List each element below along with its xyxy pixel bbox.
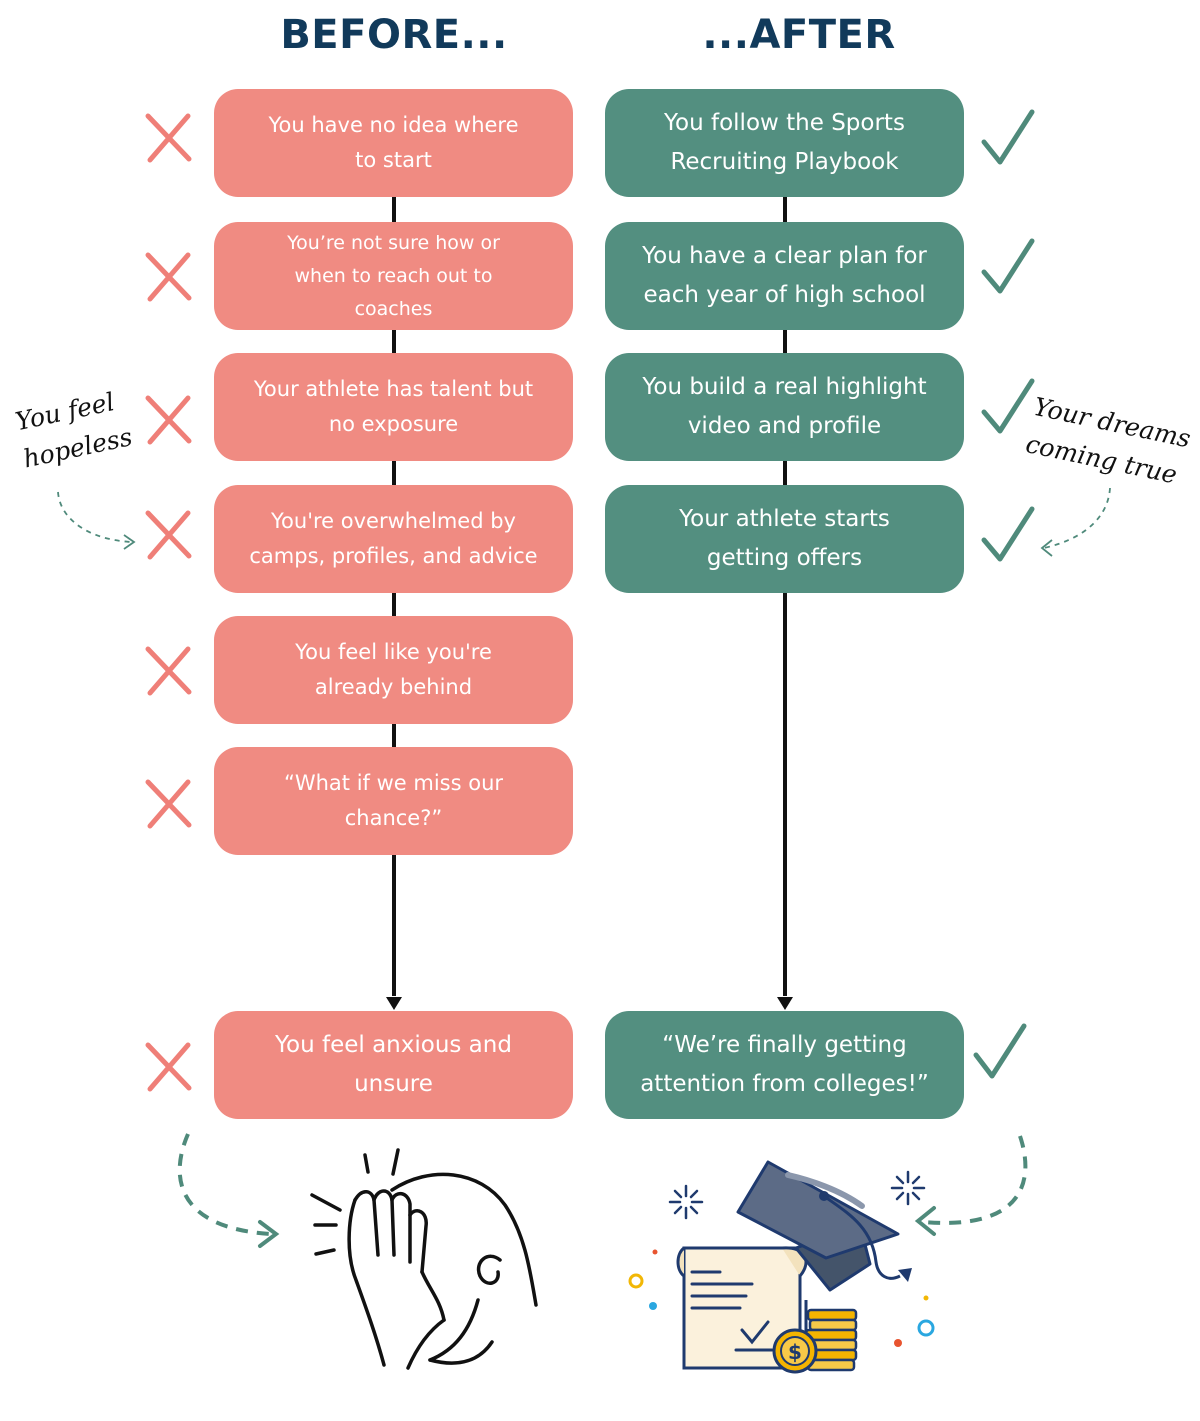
- after-arrowhead: [777, 997, 793, 1010]
- after-heading: ...AFTER: [702, 12, 896, 58]
- cross-icon: [145, 1042, 192, 1092]
- before-item-6: “What if we miss our chance?”: [214, 747, 573, 855]
- after-connector-line: [783, 196, 787, 996]
- before-item-4: You're overwhelmed by camps, profiles, a…: [214, 485, 573, 593]
- hopeless-arrow: [57, 491, 133, 543]
- cross-icon: [145, 113, 192, 163]
- after-final-box: “We’re finally getting attention from co…: [605, 1011, 964, 1119]
- cross-icon: [145, 779, 192, 829]
- cross-icon: [145, 395, 192, 445]
- cross-icon: [145, 252, 192, 302]
- before-final-box: You feel anxious and unsure: [214, 1011, 573, 1119]
- cross-icon: [145, 646, 192, 696]
- before-arrowhead: [386, 997, 402, 1010]
- before-item-3: Your athlete has talent but no exposure: [214, 353, 573, 461]
- after-item-2: You have a clear plan for each year of h…: [605, 222, 964, 330]
- cross-icon: [145, 510, 192, 560]
- dollar-icon: $: [788, 1340, 802, 1364]
- after-item-1: You follow the Sports Recruiting Playboo…: [605, 89, 964, 197]
- check-icon: [981, 109, 1035, 165]
- check-icon: [981, 506, 1035, 562]
- check-icon: [981, 378, 1035, 434]
- after-item-3: You build a real highlight video and pro…: [605, 353, 964, 461]
- after-item-4: Your athlete starts getting offers: [605, 485, 964, 593]
- check-icon: [981, 238, 1035, 294]
- dreams-arrow: [1043, 487, 1111, 549]
- before-item-1: You have no idea where to start: [214, 89, 573, 197]
- bottom-right-arrow: [923, 1135, 1028, 1225]
- before-item-5: You feel like you're already behind: [214, 616, 573, 724]
- before-connector-line: [392, 196, 396, 996]
- bottom-left-arrow: [177, 1133, 271, 1236]
- check-icon: [973, 1023, 1027, 1079]
- before-heading: BEFORE...: [280, 12, 508, 58]
- before-item-2: You’re not sure how or when to reach out…: [214, 222, 573, 330]
